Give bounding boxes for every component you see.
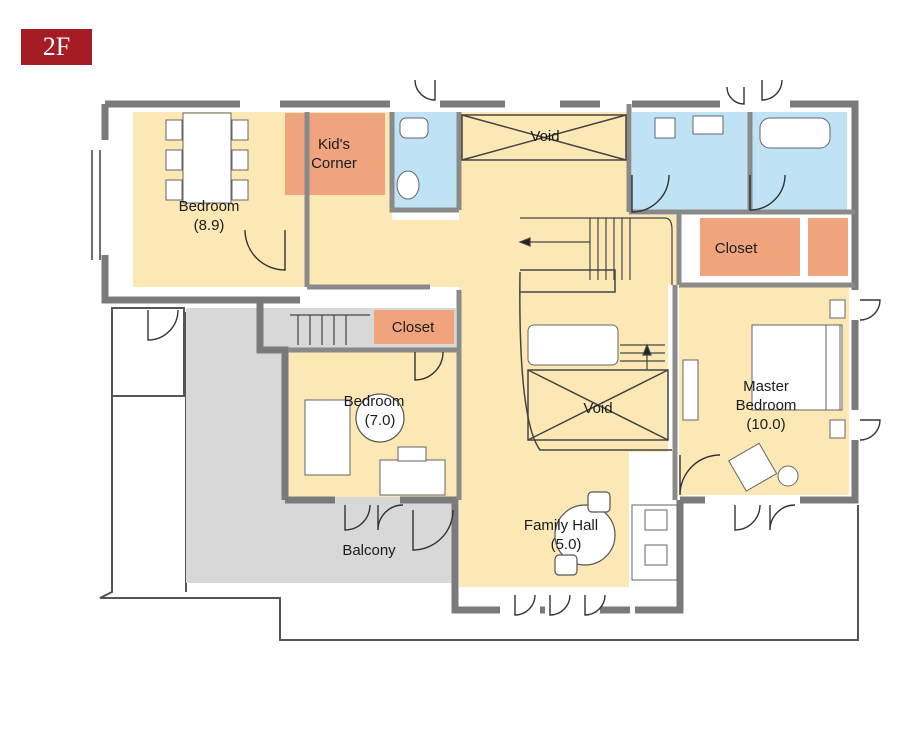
bed-2	[304, 399, 351, 476]
interior-walls	[288, 104, 855, 500]
kids-corner-line2: Corner	[311, 155, 357, 172]
void-center-label: Void	[583, 400, 612, 417]
kids-corner-line1: Kid's	[318, 136, 350, 153]
bedroom-2-size: (7.0)	[365, 412, 396, 429]
void-outlines	[461, 114, 672, 451]
kids-corner-area	[285, 113, 385, 195]
closet-middle-label: Closet	[392, 319, 435, 336]
master-bedroom-size: (10.0)	[746, 416, 785, 433]
closet-middle-area	[374, 310, 454, 344]
balcony-label: Balcony	[342, 542, 396, 559]
family-hall-size: (5.0)	[551, 536, 582, 553]
floor-badge: 2F	[21, 29, 92, 65]
master-bedroom-line2: Bedroom	[736, 397, 797, 414]
bedroom-1-name: Bedroom	[179, 198, 240, 215]
master-bedroom-line1: Master	[743, 378, 789, 395]
washroom	[632, 112, 750, 212]
closet-side-area	[808, 218, 848, 276]
void-top-label: Void	[530, 128, 559, 145]
family-hall-name: Family Hall	[524, 517, 598, 534]
bed-1	[182, 112, 232, 204]
closet-right-area	[700, 218, 800, 276]
furniture	[165, 112, 846, 581]
walls	[101, 100, 859, 614]
closet-right-label: Closet	[715, 240, 758, 257]
bedroom-1-size: (8.9)	[194, 217, 225, 234]
bedroom-2-name: Bedroom	[344, 393, 405, 410]
doors	[91, 79, 881, 616]
round-table	[355, 393, 616, 576]
corridor-floor	[307, 220, 459, 287]
